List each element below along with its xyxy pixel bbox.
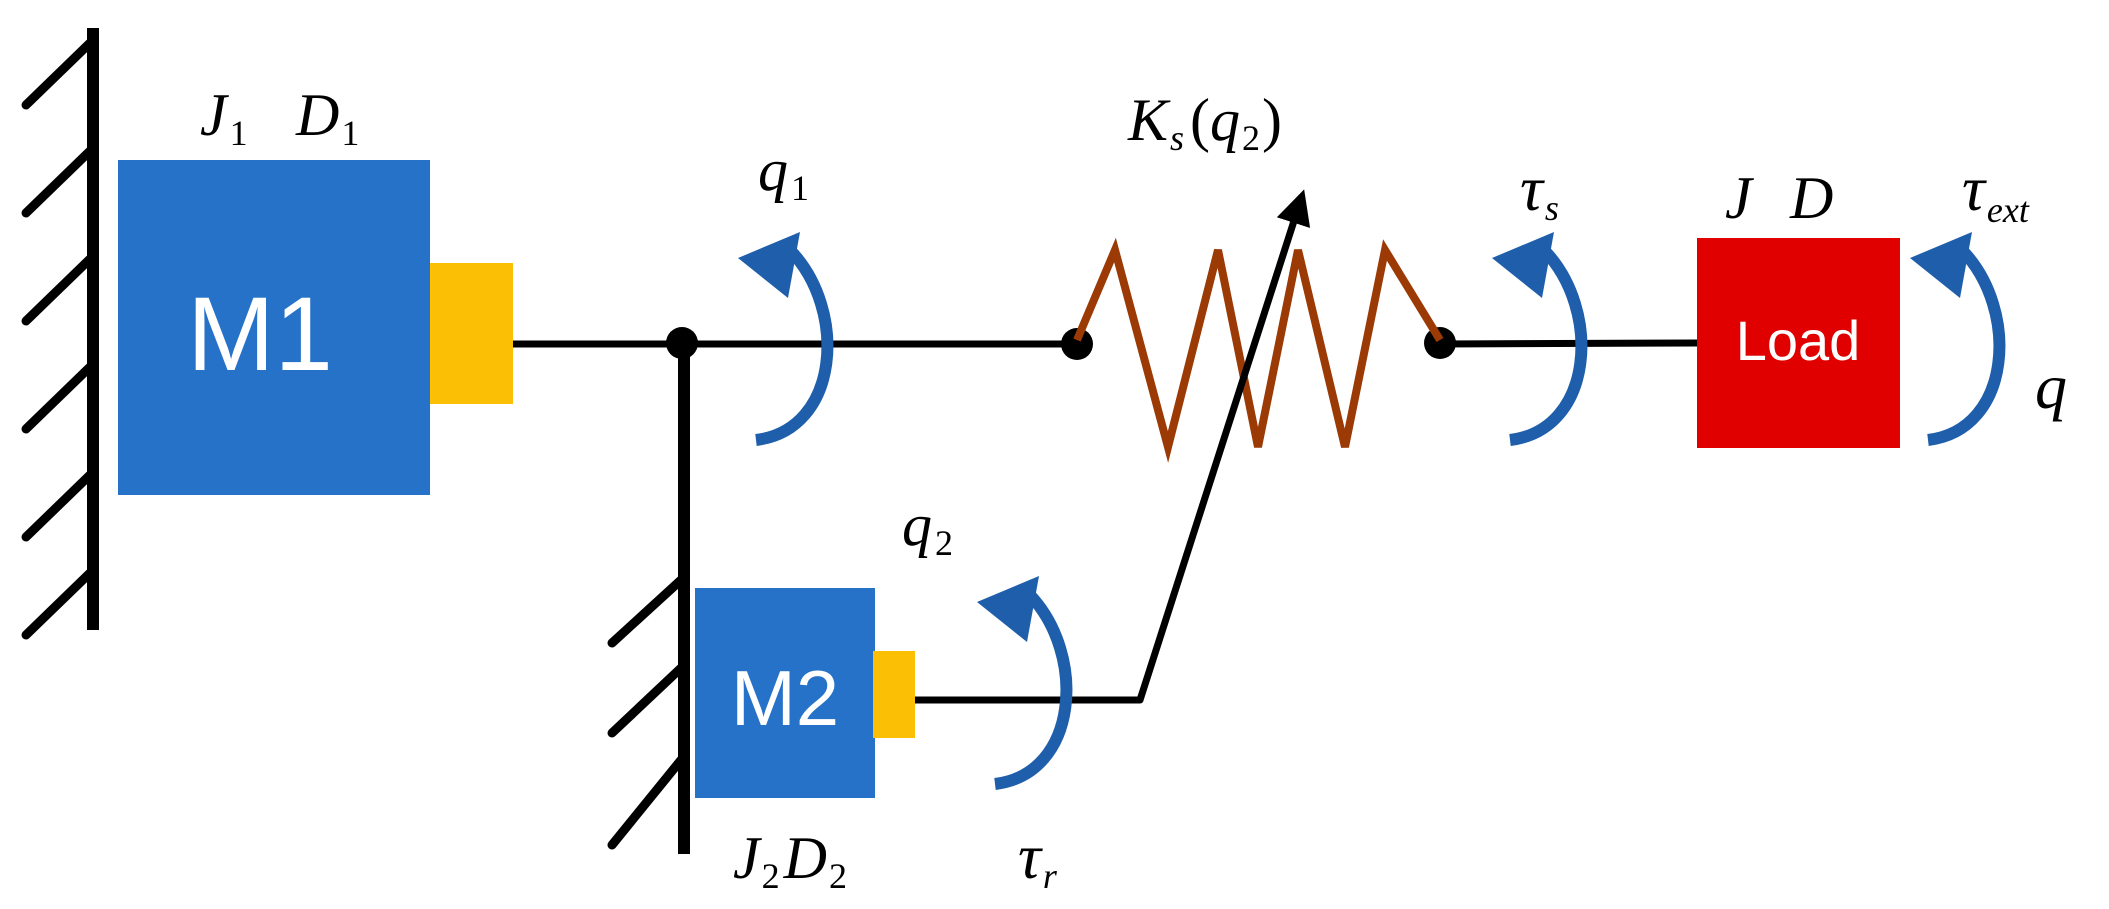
label-ks: Ks(q2) bbox=[1127, 87, 1282, 158]
rotation-arrow-tau-ext bbox=[1910, 232, 2006, 446]
shaft-lines bbox=[509, 339, 1702, 704]
label-tau-s: τs bbox=[1520, 153, 1559, 228]
rotation-arrow-tau-r bbox=[977, 576, 1073, 790]
rotation-arrow-q1 bbox=[738, 232, 834, 446]
joint-dot-3 bbox=[1424, 327, 1456, 359]
label-tau-ext: τext bbox=[1962, 153, 2030, 230]
joint-dot-2 bbox=[1061, 328, 1093, 360]
load-label: Load bbox=[1736, 309, 1861, 372]
label-q2: q2 bbox=[902, 492, 953, 563]
m1-coupling bbox=[430, 263, 513, 404]
load-block bbox=[1697, 238, 1900, 448]
ground-wall-2 bbox=[607, 342, 690, 854]
rotation-arrow-tau-s bbox=[1492, 232, 1588, 446]
ground-wall-1 bbox=[21, 28, 99, 640]
m1-block bbox=[118, 160, 430, 495]
spring bbox=[1073, 237, 1444, 463]
label-q1: q1 bbox=[758, 137, 809, 208]
m2-block bbox=[695, 588, 875, 798]
m1-label: M1 bbox=[187, 276, 333, 393]
label-q: q bbox=[2035, 351, 2067, 422]
m2-label: M2 bbox=[731, 654, 839, 742]
label-j2-d2: J2D2 bbox=[733, 825, 847, 896]
variable-stiffness-arrow bbox=[1136, 189, 1311, 702]
m2-coupling bbox=[873, 651, 915, 738]
joint-dot-1 bbox=[666, 327, 698, 359]
label-d1: D1 bbox=[295, 82, 359, 153]
label-tau-r: τr bbox=[1018, 821, 1058, 896]
label-j: J bbox=[1725, 165, 1754, 231]
label-j1: J1 bbox=[200, 82, 248, 153]
label-d: D bbox=[1789, 165, 1833, 231]
